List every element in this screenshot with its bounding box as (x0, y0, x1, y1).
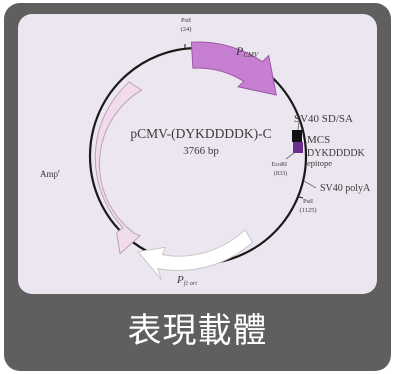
mcs-box (292, 130, 302, 142)
plasmid-size: 3766 bp (183, 145, 219, 157)
amp-arrow (94, 81, 143, 255)
pcmv-label: PCMV (235, 44, 259, 59)
pf1-ori-label: Pf1 ori (176, 274, 197, 287)
plasmid-map: PstI (24) PCMV SV40 SD/SA MCS DYKDDDDK e… (40, 17, 371, 287)
epitope-label: epitope (307, 158, 332, 168)
mcs-label: MCS (307, 134, 330, 146)
plasmid-name: pCMV-(DYKDDDDK)-C (130, 126, 271, 141)
sv40-sd-sa-leader (297, 121, 300, 131)
pf1-ori-arrow (137, 228, 254, 280)
ecori-pos: (833) (274, 170, 287, 177)
pst1-top-name: PstI (181, 17, 191, 24)
amp-label: Ampr (40, 169, 60, 179)
pst1-top-pos: (24) (181, 26, 192, 33)
pst1-bottom-tick (298, 196, 304, 199)
sv40-sd-sa-label: SV40 SD/SA (294, 113, 353, 125)
plasmid-map-panel: PstI (24) PCMV SV40 SD/SA MCS DYKDDDDK e… (18, 14, 377, 294)
pst1-bottom-name: PstI (303, 198, 313, 205)
tag-label: DYKDDDDK (307, 148, 366, 159)
sv40-polya-label: SV40 polyA (320, 183, 371, 194)
pcmv-arrow (190, 41, 277, 96)
epitope-box (293, 142, 303, 153)
pst1-bottom-pos: (1125) (299, 207, 316, 214)
plasmid-card[interactable]: PstI (24) PCMV SV40 SD/SA MCS DYKDDDDK e… (4, 3, 391, 371)
sv40-polya-leader (303, 180, 317, 189)
caption-title: 表現載體 (127, 311, 268, 351)
ecori-name: EcoRI (272, 162, 287, 168)
ecori-leader (285, 152, 295, 160)
